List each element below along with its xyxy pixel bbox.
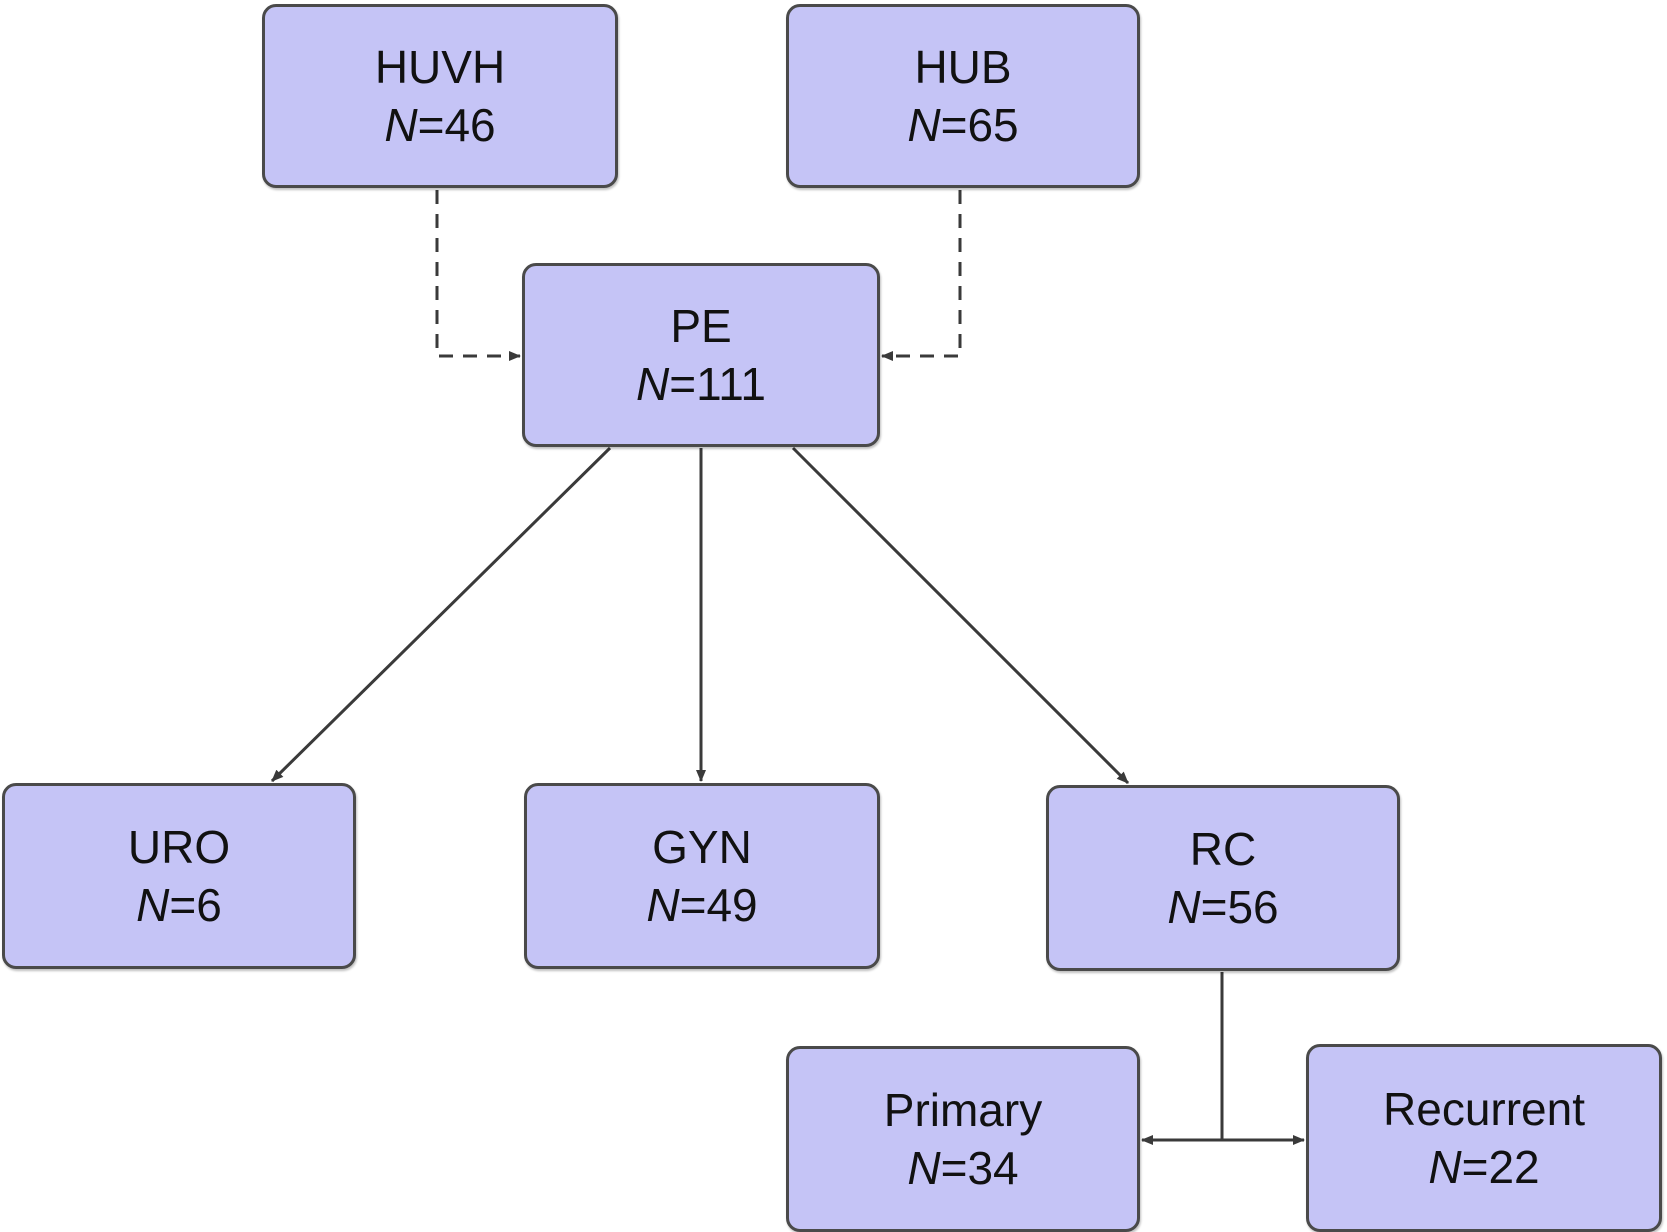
node-primary: Primary N=34 bbox=[786, 1046, 1140, 1232]
edge-pe-to-rc bbox=[791, 446, 1130, 785]
n-symbol: N bbox=[646, 879, 680, 931]
n-value: =34 bbox=[940, 1142, 1019, 1194]
node-uro-label: URO bbox=[127, 821, 231, 873]
edge-hub-to-pe bbox=[881, 190, 962, 361]
node-uro-count: N=6 bbox=[136, 876, 222, 934]
n-symbol: N bbox=[907, 1142, 941, 1194]
node-rc-count: N=56 bbox=[1167, 878, 1278, 936]
n-value: =22 bbox=[1461, 1141, 1540, 1193]
node-rc: RC N=56 bbox=[1046, 785, 1400, 971]
node-recurrent-count: N=22 bbox=[1428, 1138, 1539, 1196]
n-symbol: N bbox=[1428, 1141, 1462, 1193]
edge-pe-to-uro bbox=[270, 446, 612, 783]
n-value: =56 bbox=[1200, 881, 1279, 933]
node-pe-count: N=111 bbox=[636, 355, 766, 413]
node-gyn-count: N=49 bbox=[646, 876, 757, 934]
node-hub: HUB N=65 bbox=[786, 4, 1140, 188]
n-symbol: N bbox=[136, 879, 170, 931]
node-primary-label: Primary bbox=[883, 1084, 1043, 1136]
node-recurrent: Recurrent N=22 bbox=[1306, 1044, 1662, 1232]
edge-huvh-to-pe bbox=[435, 190, 521, 361]
node-huvh-label: HUVH bbox=[374, 41, 506, 93]
n-symbol: N bbox=[1167, 881, 1201, 933]
node-recurrent-label: Recurrent bbox=[1383, 1083, 1585, 1135]
node-rc-label: RC bbox=[1189, 823, 1257, 875]
n-value: =111 bbox=[669, 358, 767, 410]
node-gyn: GYN N=49 bbox=[524, 783, 880, 969]
n-value: =65 bbox=[940, 99, 1019, 151]
node-hub-count: N=65 bbox=[907, 96, 1018, 154]
n-symbol: N bbox=[635, 358, 670, 410]
n-value: =46 bbox=[417, 99, 496, 151]
n-value: =49 bbox=[679, 879, 758, 931]
node-primary-count: N=34 bbox=[907, 1139, 1018, 1197]
node-gyn-label: GYN bbox=[652, 821, 752, 873]
n-value: =6 bbox=[169, 879, 222, 931]
node-uro: URO N=6 bbox=[2, 783, 356, 969]
node-pe: PE N=111 bbox=[522, 263, 880, 447]
node-huvh: HUVH N=46 bbox=[262, 4, 618, 188]
node-huvh-count: N=46 bbox=[384, 96, 495, 154]
node-pe-label: PE bbox=[670, 300, 732, 352]
n-symbol: N bbox=[907, 99, 941, 151]
node-hub-label: HUB bbox=[914, 41, 1012, 93]
n-symbol: N bbox=[384, 99, 418, 151]
